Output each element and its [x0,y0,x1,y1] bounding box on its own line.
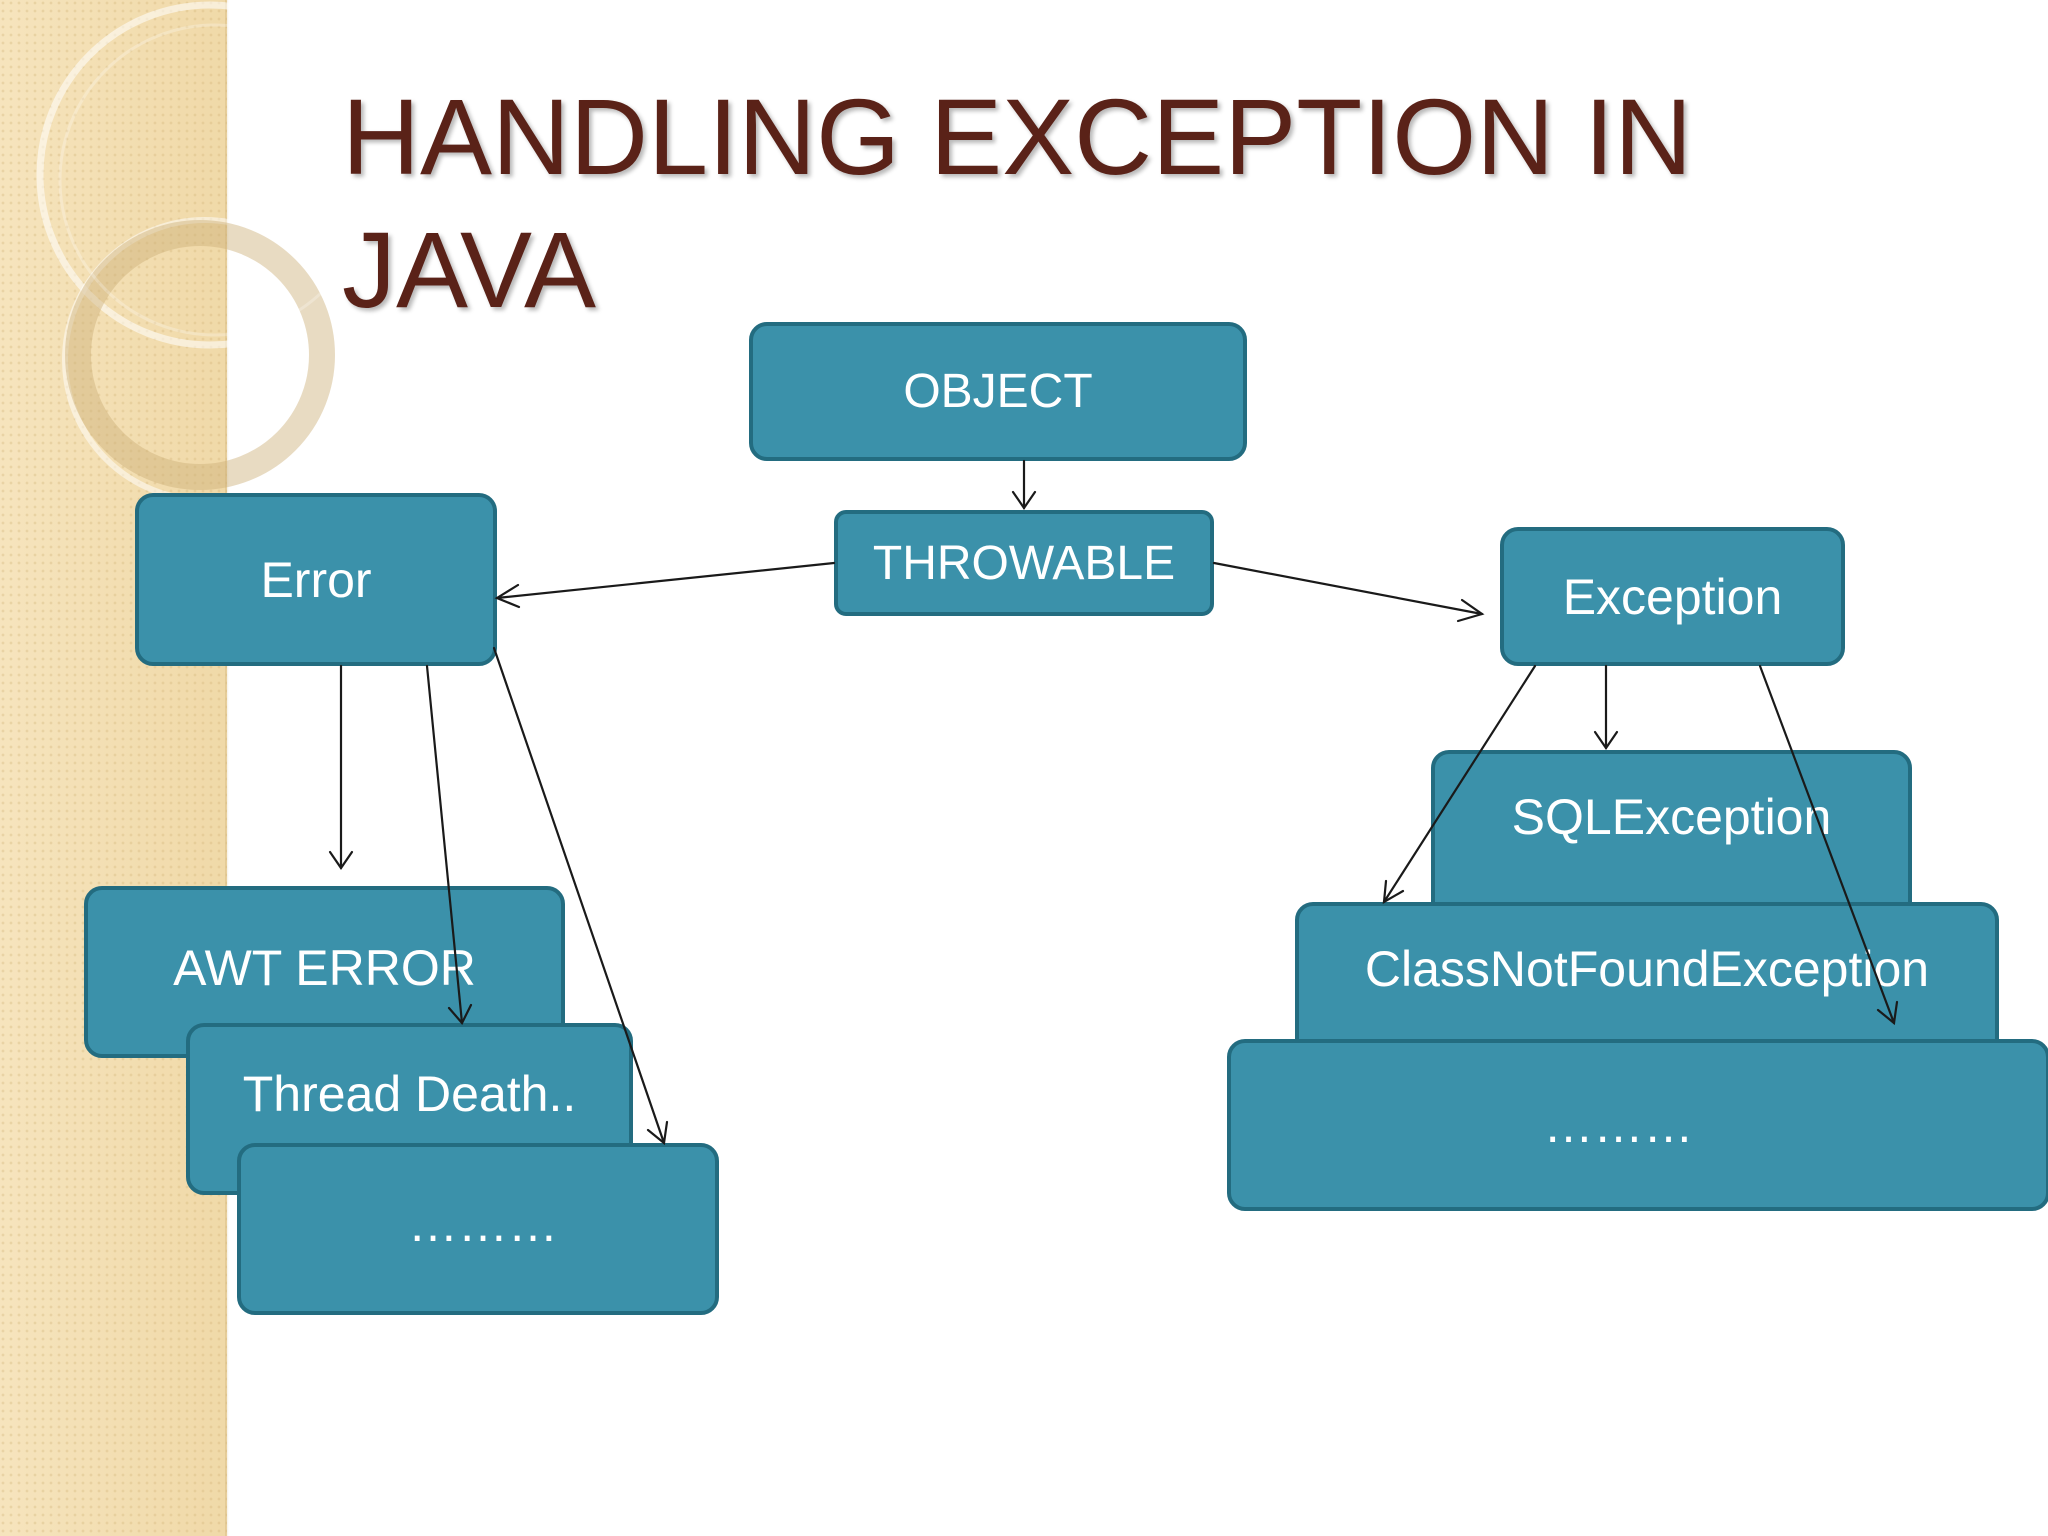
node-sql-exception: SQLException [1431,750,1912,922]
node-error-more: ……… [237,1143,719,1315]
node-object-label: OBJECT [903,365,1093,418]
node-throwable: THROWABLE [834,510,1214,616]
node-class-not-found-label: ClassNotFoundException [1364,941,1930,997]
node-error-label: Error [260,551,372,608]
arrow-throwable-exception [1212,561,1484,616]
node-sql-exception-label: SQLException [1511,789,1832,845]
arrowhead-throwable-error [494,583,521,609]
node-exception-label: Exception [1562,568,1783,625]
node-exception-more-label: ……… [1543,1097,1694,1153]
arrowhead-error-awt [328,850,354,870]
arrowhead-throwable-exception [1456,598,1485,623]
node-exception-more: ……… [1227,1039,2048,1211]
node-exception: Exception [1500,527,1845,666]
slide-title: HANDLING EXCEPTION IN JAVA [342,76,1693,330]
arrow-throwable-error [495,561,836,600]
node-error-more-label: ……… [408,1196,558,1252]
arrowhead-exception-class-not-found [1382,879,1405,905]
arrowhead-object-throwable [1011,490,1037,510]
side-panel-edge [225,0,229,1536]
node-throwable-label: THROWABLE [872,536,1176,590]
node-thread-death-label: Thread Death.. [242,1066,577,1122]
node-error: Error [135,493,497,666]
node-object: OBJECT [749,322,1247,461]
arrowhead-exception-sql [1593,730,1619,750]
node-awt-error-label: AWT ERROR [173,940,476,996]
arrowhead-error-more [646,1120,669,1146]
